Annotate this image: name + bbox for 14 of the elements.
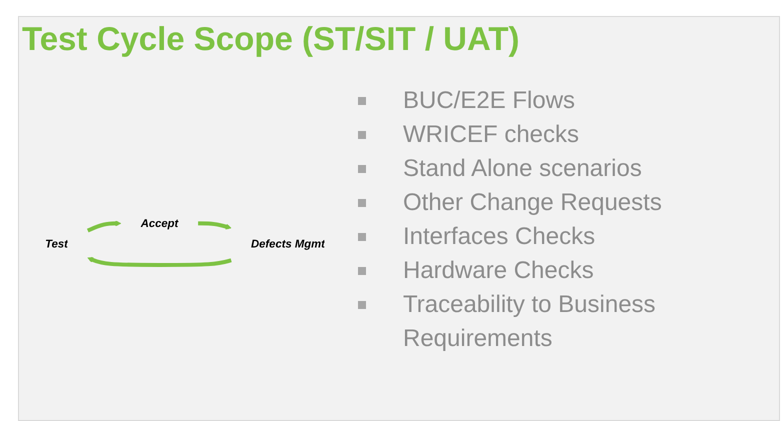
list-item: Other Change Requests [403, 189, 662, 216]
arrow [198, 221, 232, 230]
list-item: WRICEF checks [403, 121, 580, 148]
node-text: Test [45, 238, 68, 250]
list-item: Traceability to Business Requirements [403, 291, 656, 352]
node-text: Accept [140, 216, 178, 230]
list-item: Stand Alone scenarios [403, 155, 642, 182]
list-item: BUC/E2E Flows [403, 87, 576, 114]
node-text: Defects Mgmt [251, 238, 325, 250]
list-item: Hardware Checks [403, 257, 594, 284]
title: Test Cycle Scope (ST/SIT / UAT) [22, 20, 520, 58]
arrow [86, 220, 122, 232]
arrow [87, 257, 232, 267]
list-item: Interfaces Checks [403, 223, 596, 250]
